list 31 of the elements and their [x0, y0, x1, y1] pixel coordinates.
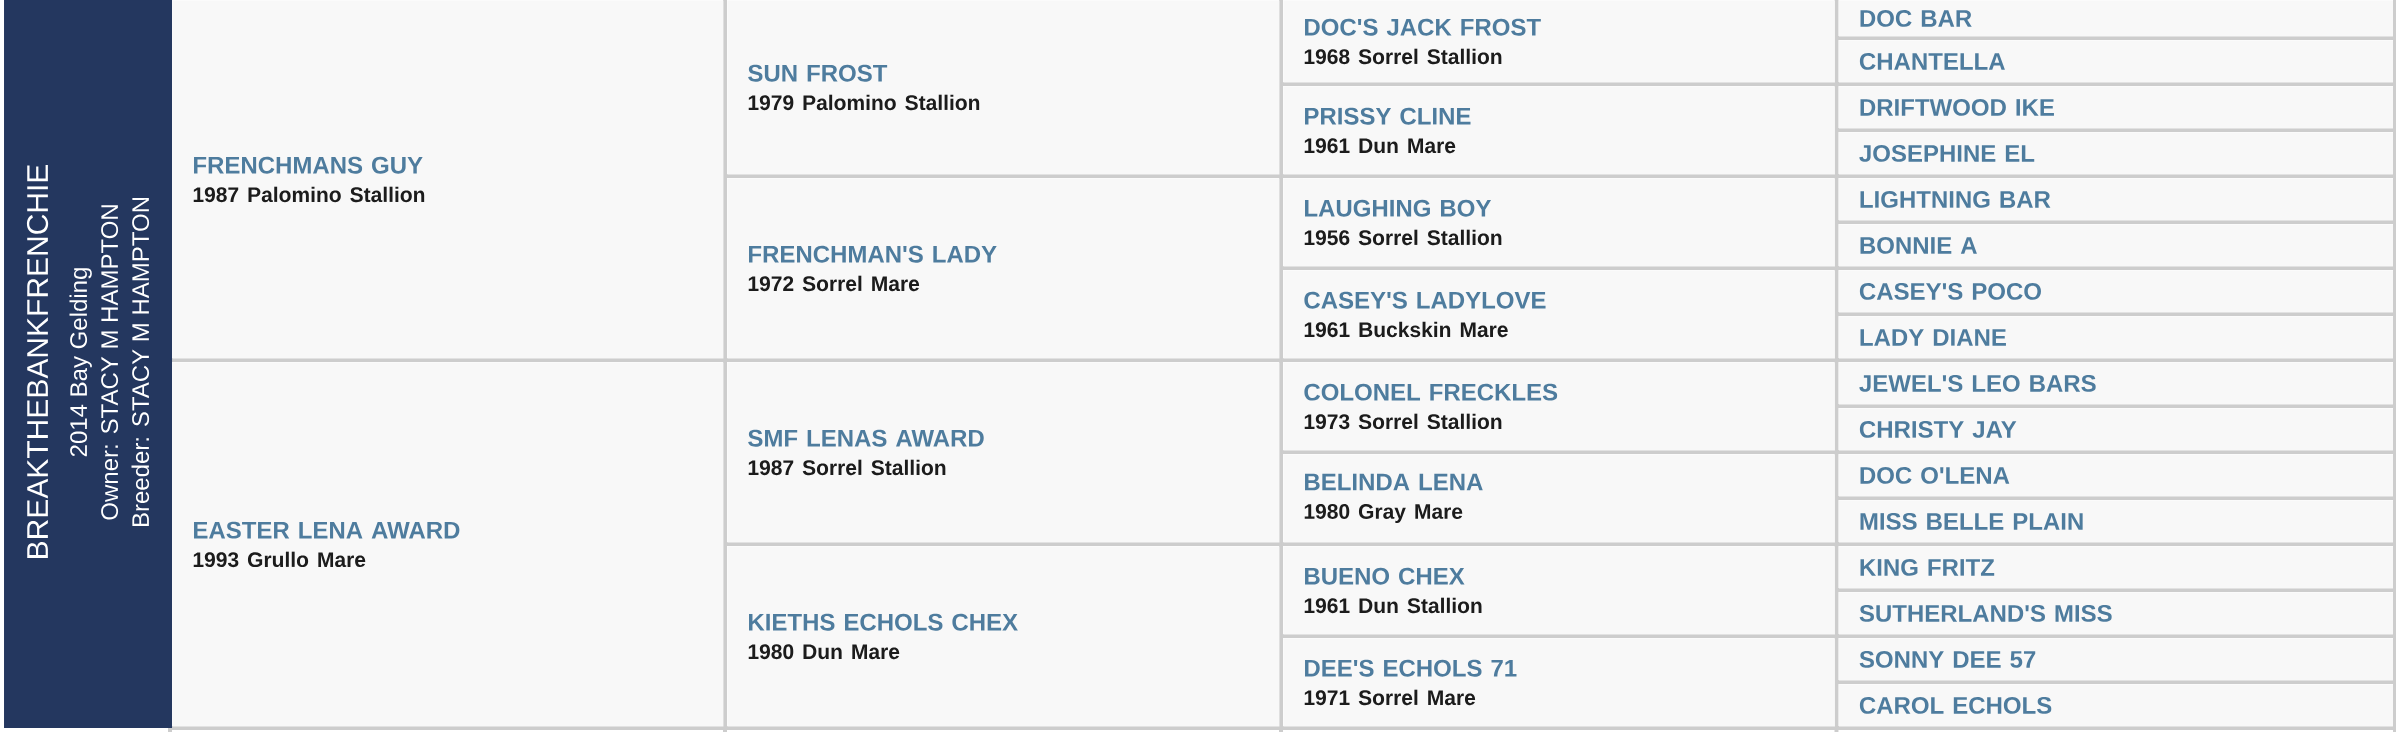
- pedigree-cell: LADY DIANE: [1838, 316, 2393, 359]
- pedigree-cell: SONNY DEE 57: [1838, 638, 2393, 681]
- pedigree-cell: EASTER LENA AWARD 1993 Grullo Mare: [172, 362, 724, 727]
- pedigree-cell: LAUGHING BOY 1956 Sorrel Stallion: [1283, 178, 1835, 267]
- pedigree-cell: CASEY'S LADYLOVE 1961 Buckskin Mare: [1283, 270, 1835, 359]
- pedigree-cell: DOC BAR: [1838, 0, 2393, 37]
- pedigree-cell: SMF LENAS AWARD 1987 Sorrel Stallion: [727, 362, 1280, 543]
- pedigree-cell: SUN FROST 1979 Palomino Stallion: [727, 0, 1280, 175]
- pedigree-cell: FRENCHMAN'S LADY 1972 Sorrel Mare: [727, 178, 1280, 359]
- pedigree-cell: KIETHS ECHOLS CHEX 1980 Dun Mare: [727, 546, 1280, 727]
- pedigree-cell: CHRISTY JAY: [1838, 408, 2393, 451]
- pedigree-cell: CAROL ECHOLS: [1838, 684, 2393, 727]
- pedigree-cell: LIGHTNING BAR: [1838, 178, 2393, 221]
- pedigree-cell: COLONEL FRECKLES 1973 Sorrel Stallion: [1283, 362, 1835, 451]
- pedigree-cell: JOSEPHINE EL: [1838, 132, 2393, 175]
- pedigree-cell: KING FRITZ: [1838, 546, 2393, 589]
- pedigree-cell: BELINDA LENA 1980 Gray Mare: [1283, 454, 1835, 543]
- pedigree-cell: DEE'S ECHOLS 71 1971 Sorrel Mare: [1283, 638, 1835, 727]
- pedigree-cell: CASEY'S POCO: [1838, 270, 2393, 313]
- pedigree-cell: DRIFTWOOD IKE: [1838, 86, 2393, 129]
- pedigree-cell: SUTHERLAND'S MISS: [1838, 592, 2393, 635]
- pedigree-cell: DOC O'LENA: [1838, 454, 2393, 497]
- pedigree-cell: BUENO CHEX 1961 Dun Stallion: [1283, 546, 1835, 635]
- pedigree-cell: MISS BELLE PLAIN: [1838, 500, 2393, 543]
- pedigree-cell: FRENCHMANS GUY 1987 Palomino Stallion: [172, 0, 724, 359]
- pedigree-cell: BONNIE A: [1838, 224, 2393, 267]
- pedigree-cell: JEWEL'S LEO BARS: [1838, 362, 2393, 405]
- pedigree-cell: PRISSY CLINE 1961 Dun Mare: [1283, 86, 1835, 175]
- pedigree-cell: CHANTELLA: [1838, 40, 2393, 83]
- pedigree-cell: DOC'S JACK FROST 1968 Sorrel Stallion: [1283, 0, 1835, 83]
- subject-panel: BREAKTHEBANKFRENCHIE 2014 Bay Gelding Owner: STACY M HAMPTON Breeder: STACY M HAMPTON: [4, 0, 172, 728]
